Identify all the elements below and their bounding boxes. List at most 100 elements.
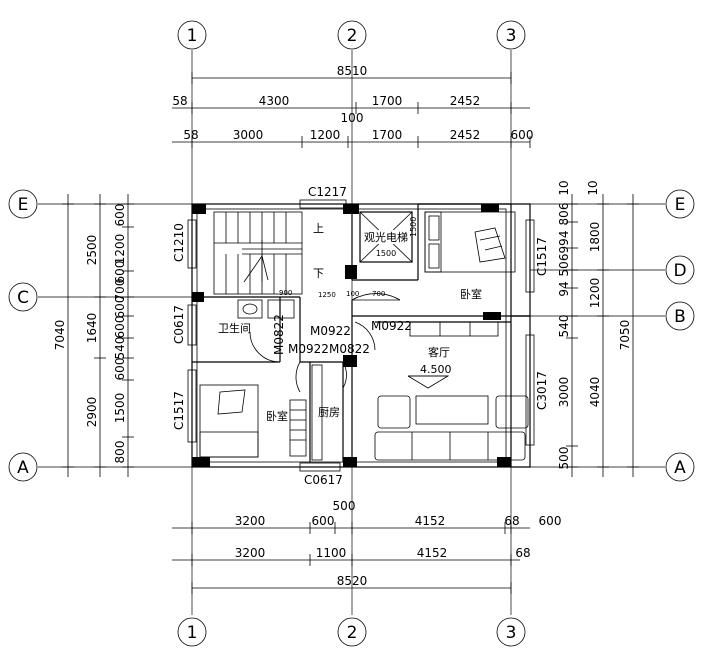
dim-left-r2-7: 600 [113, 358, 127, 381]
dim-top-r1-0: 58 [172, 94, 187, 108]
axis-bubble-top-1: 1 [177, 20, 207, 50]
dim-top-r2-0: 58 [183, 128, 198, 142]
dim-bot-r1-1: 600 [312, 514, 335, 528]
dim-left-r1-2: 2900 [85, 397, 99, 428]
dim-left-total: 7040 [53, 320, 67, 351]
dim-bot-total: 8520 [337, 574, 368, 588]
axis-bubbles: 1 2 3 1 2 3 E C A E D B A [8, 20, 695, 647]
dim-right-r2-2: 994 [557, 231, 571, 254]
dim-top-r2-4: 2452 [450, 128, 481, 142]
window-c0617-west [187, 304, 197, 346]
dim-top-extra: 100 [341, 111, 364, 125]
dim-right-r1-2: 4040 [588, 377, 602, 408]
code-c1517-east: C1517 [535, 237, 549, 276]
axis-bubble-top-3: 3 [496, 20, 526, 50]
dim-right-r2-0: 10 [557, 180, 571, 195]
bathroom-fixtures [237, 299, 295, 319]
left-dimensions: 7040 2500 1640 2900 600 1200 600 700 600… [53, 194, 134, 477]
doors [249, 293, 401, 393]
dim-bot-r1-5: 600 [539, 514, 562, 528]
dim-left-r2-4: 600 [113, 296, 127, 319]
dim-top-r2-2: 1200 [310, 128, 341, 142]
svg-text:3: 3 [506, 26, 517, 46]
dim-left-r2-2: 600 [113, 261, 127, 284]
svg-text:2: 2 [347, 623, 358, 643]
svg-text:3: 3 [506, 623, 517, 643]
room-label-living: 客厅 [428, 345, 450, 359]
living-furniture [374, 321, 529, 461]
axis-bubble-bottom-1: 1 [177, 617, 207, 647]
ne-bedroom-bed [424, 211, 516, 273]
top-dimensions: 8510 58 4300 1700 2452 100 58 3000 1200 … [172, 64, 533, 148]
svg-text:E: E [18, 195, 29, 215]
svg-text:D: D [673, 261, 686, 281]
axis-bubble-left-C: C [8, 282, 38, 312]
svg-text:C: C [17, 288, 29, 308]
window-c1517-west [187, 369, 197, 443]
dim-top-total: 8510 [337, 64, 368, 78]
dim-left-r2-3: 700 [113, 279, 127, 302]
dim-top-r2-5: 600 [511, 128, 534, 142]
dim-bot-r2-2: 4152 [417, 546, 448, 560]
svg-text:1: 1 [187, 26, 198, 46]
living-elevation: 4.500 [420, 363, 452, 376]
room-label-bedroom-ne: 卧室 [460, 287, 482, 301]
axis-bubble-left-E: E [8, 189, 38, 219]
elevator-label: 观光电梯 [364, 230, 408, 244]
dim-right-r2-1: 806 [557, 203, 571, 226]
dim-bot-r2-3: 68 [515, 546, 530, 560]
room-label-kitchen: 厨房 [318, 406, 340, 419]
dim-left-r2-6: 540 [113, 337, 127, 360]
code-c0617-south: C0617 [304, 473, 343, 487]
axis-bubble-right-E: E [665, 189, 695, 219]
svg-text:E: E [675, 195, 686, 215]
svg-text:A: A [17, 458, 29, 478]
axis-bubble-right-D: D [665, 255, 695, 285]
room-label-bathroom: 卫生间 [218, 321, 251, 335]
sw-bedroom-furniture [199, 384, 307, 458]
dim-right-r1-0: 1800 [588, 222, 602, 253]
bottom-dimensions: 3200 600 500 4152 68 600 3200 1100 4152 … [172, 499, 561, 594]
code-m0922-b: M0922 [288, 342, 329, 356]
code-m0822-b: M0822 [329, 342, 370, 356]
stairs: 上 下 [213, 211, 324, 295]
code-900: 900 [279, 289, 292, 297]
room-labels: 卧室 卫生间 客厅 4.500 厨房 卧室 [218, 287, 482, 423]
elevator: 观光电梯 1500 1500 [359, 211, 418, 263]
dim-left-r2-8: 1500 [113, 393, 127, 424]
dim-right-r1-1: 1200 [588, 278, 602, 309]
window-c1517-east [525, 219, 535, 293]
window-c3017 [525, 334, 535, 446]
dim-right-top: 10 [586, 180, 600, 195]
svg-text:A: A [674, 458, 686, 478]
walls [191, 203, 531, 468]
dim-bot-r1-2: 500 [333, 499, 356, 513]
dim-left-r2-0: 600 [113, 204, 127, 227]
code-m0822-a: M0822 [272, 314, 286, 355]
code-m0922-a: M0922 [310, 324, 351, 338]
code-c1517-west: C1517 [172, 391, 186, 430]
room-label-bedroom-sw: 卧室 [266, 409, 288, 423]
axis-bubble-bottom-2: 2 [337, 617, 367, 647]
dim-left-r1-1: 1640 [85, 313, 99, 344]
code-c3017: C3017 [535, 371, 549, 410]
code-1250: 1250 [318, 291, 336, 299]
dim-right-r2-6: 3000 [557, 377, 571, 408]
dim-left-r2-1: 1200 [113, 234, 127, 265]
svg-text:2: 2 [347, 26, 358, 46]
axis-bubble-right-A: A [665, 452, 695, 482]
kitchen-counter [311, 364, 323, 461]
dim-bot-r2-0: 3200 [235, 546, 266, 560]
window-c1210 [187, 219, 197, 269]
dim-right-r2-4: 94 [557, 281, 571, 296]
dim-bot-r1-4: 68 [504, 514, 519, 528]
axis-bubble-right-B: B [665, 301, 695, 331]
dim-bot-r1-3: 4152 [415, 514, 446, 528]
dim-left-r2-5: 600 [113, 316, 127, 339]
dim-right-r2-7: 500 [557, 447, 571, 470]
window-c1217 [299, 199, 347, 209]
opening-codes: C1217 C1210 C0617 C1517 C1517 C3017 C061… [172, 185, 549, 487]
dim-top-r2-3: 1700 [372, 128, 403, 142]
dim-top-r1-2: 1700 [372, 94, 403, 108]
